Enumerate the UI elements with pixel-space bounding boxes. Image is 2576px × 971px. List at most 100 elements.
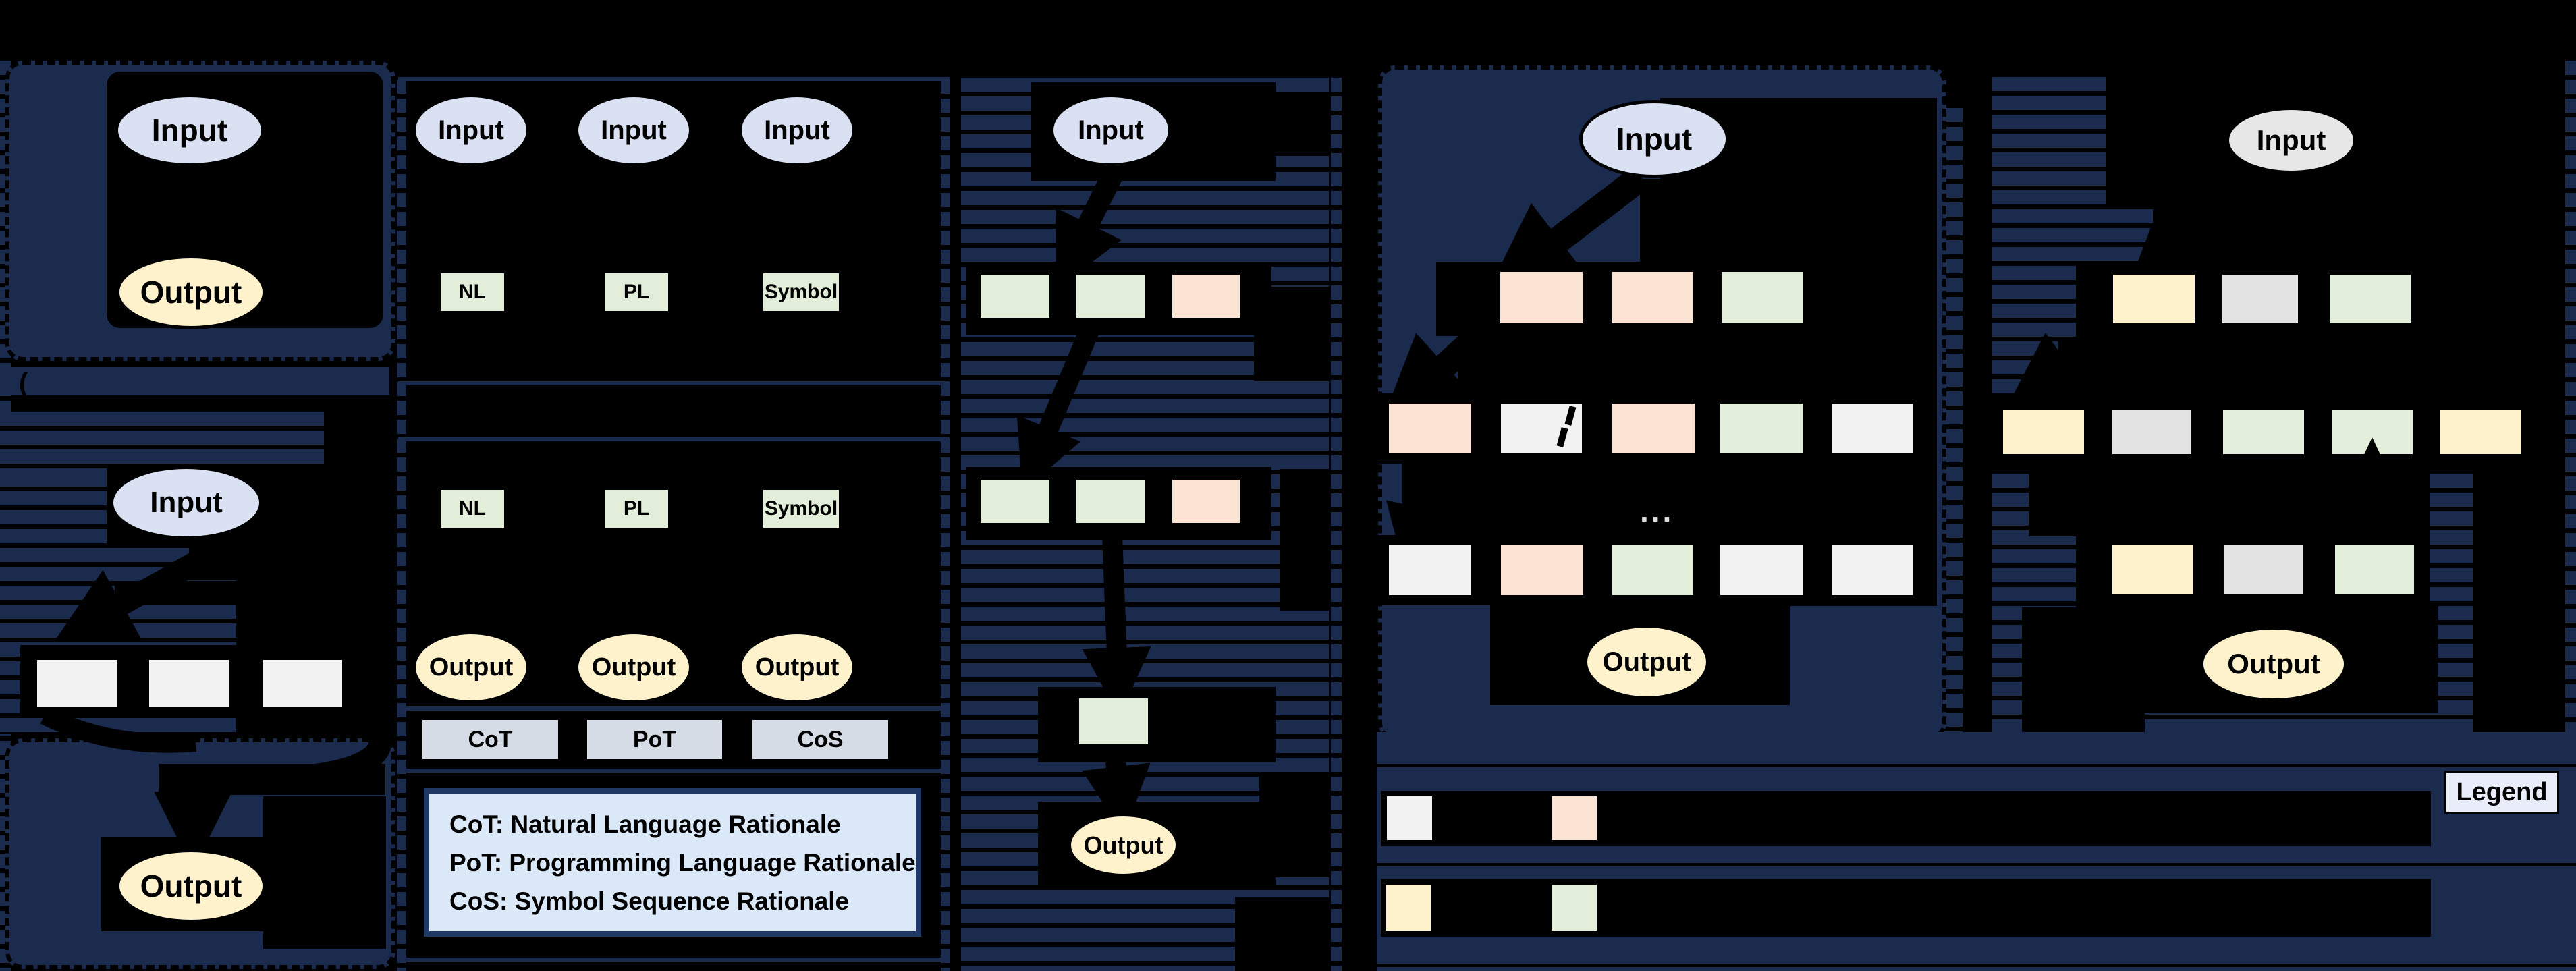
content-tree-step1 (1640, 179, 1937, 263)
rationale-symbol-2: Symbol (761, 488, 841, 530)
chain2-output: Output (1068, 813, 1179, 877)
bar-notch (1235, 897, 1329, 971)
legend-swatch-peach (1550, 794, 1599, 842)
chain2-r1-3 (1170, 273, 1242, 320)
chain2-r2-2 (1074, 478, 1147, 525)
caption-band-a (0, 367, 389, 395)
arrow-graph-2 (2000, 321, 2129, 420)
method-cot: CoT (420, 718, 560, 761)
content-tree-step2 (1458, 334, 1937, 393)
arrow-chain2-3 (1082, 535, 1151, 717)
bar-notch (324, 412, 391, 474)
graph-r3-2 (2222, 543, 2305, 596)
tree-r3-2 (1499, 543, 1585, 597)
tree-r3-4 (1718, 543, 1805, 597)
text-bars-col2-left-edge (397, 80, 406, 971)
text-bars-col2-right-edge (941, 80, 950, 971)
rationale-nl-1: NL (439, 271, 506, 313)
up-arrowhead (2363, 437, 2382, 457)
chain2-input: Input (1050, 94, 1172, 167)
definition-cot: CoT: Natural Language Rationale (449, 810, 841, 838)
graph-r1-1 (2111, 273, 2197, 325)
divider (398, 77, 950, 81)
tree-input: Input (1579, 100, 1729, 178)
arrow-chain1-swoosh (40, 706, 197, 753)
cot-input-1: Input (412, 94, 530, 167)
graph-input: Input (2226, 107, 2357, 174)
divider (398, 769, 950, 773)
method-cos: CoS (750, 718, 890, 761)
io-input: Input (115, 94, 265, 167)
graph-r3-1 (2110, 543, 2195, 596)
rationale-nl-2: NL (439, 488, 506, 530)
arrow-chain1-entry (202, 713, 392, 790)
tree-r2-4 (1718, 401, 1805, 455)
graph-r1-2 (2220, 273, 2300, 325)
tree-r3-5 (1830, 543, 1915, 597)
chain1-input: Input (110, 466, 263, 540)
chain1-output: Output (116, 849, 266, 923)
bar-notch (1280, 469, 1329, 611)
ellipsis: ... (1640, 493, 1674, 528)
graph-r2-3 (2221, 408, 2306, 456)
cot-output-2: Output (575, 631, 692, 704)
arrow-graph-1 (2124, 167, 2265, 298)
arrow-chain2-4 (1082, 754, 1151, 835)
content-tree-step3 (1402, 447, 1937, 535)
tree-output: Output (1584, 624, 1709, 700)
text-bars-col1-gap (0, 412, 378, 474)
arrow-graph-cross (2270, 463, 2299, 514)
tree-r1-3 (1720, 270, 1805, 325)
tree-r2-5 (1830, 401, 1915, 455)
thin-line (1377, 863, 2576, 866)
definition-pot: PoT: Programming Language Rationale (449, 848, 916, 877)
legend-title-box: Legend (2444, 771, 2559, 814)
rationale-symbol-1: Symbol (761, 271, 841, 313)
text-bars-col3-sliver (1331, 78, 1342, 971)
chain1-step-2 (147, 658, 231, 709)
chain2-r2-3 (1170, 478, 1242, 525)
cot-output-3: Output (738, 631, 856, 704)
tree-r2-1 (1387, 401, 1473, 455)
legend-swatch-white (1385, 794, 1434, 842)
bar-notch (1269, 96, 1329, 156)
definitions-box: CoT: Natural Language Rationale PoT: Pro… (424, 788, 921, 937)
arrow-tree-1 (1486, 166, 1650, 296)
tree-r1-1 (1498, 270, 1585, 325)
definition-cos: CoS: Symbol Sequence Rationale (449, 887, 850, 915)
graph-r1-3 (2328, 273, 2413, 325)
graph-r2-1 (2001, 408, 2086, 456)
divider (398, 706, 950, 711)
chain1-step-1 (35, 658, 119, 709)
cot-input-3: Input (738, 94, 856, 167)
tree-r3-1 (1387, 543, 1473, 597)
graph-r3-3 (2333, 543, 2416, 596)
chain2-step (1077, 696, 1150, 746)
divider (398, 381, 950, 385)
tree-r1-2 (1610, 270, 1695, 325)
arrow-tree-2 (1381, 321, 1492, 424)
cot-output-1: Output (412, 631, 530, 704)
arrow-chain1-input (53, 523, 254, 642)
io-output: Output (116, 255, 266, 329)
chain2-r1-2 (1074, 273, 1147, 320)
cot-input-2: Input (575, 94, 692, 167)
arrow-tree-3 (1386, 458, 1440, 560)
chain2-r2-1 (979, 478, 1051, 525)
rationale-pl-2: PL (603, 488, 670, 530)
arrow-chain2-2 (1016, 325, 1099, 492)
arrow-graph-3 (2056, 461, 2110, 559)
legend-swatch-green (1550, 883, 1599, 933)
content-graph-step4 (2022, 607, 2145, 732)
chain1-step-3 (261, 658, 344, 709)
graph-output: Output (2200, 626, 2347, 702)
rationale-pl-1: PL (603, 271, 670, 313)
divider (398, 437, 950, 441)
graph-r2-5 (2438, 408, 2523, 456)
divider (398, 958, 950, 962)
graph-r2-2 (2110, 408, 2193, 456)
tree-r3-3 (1610, 543, 1695, 597)
chain2-r1-1 (979, 273, 1051, 320)
